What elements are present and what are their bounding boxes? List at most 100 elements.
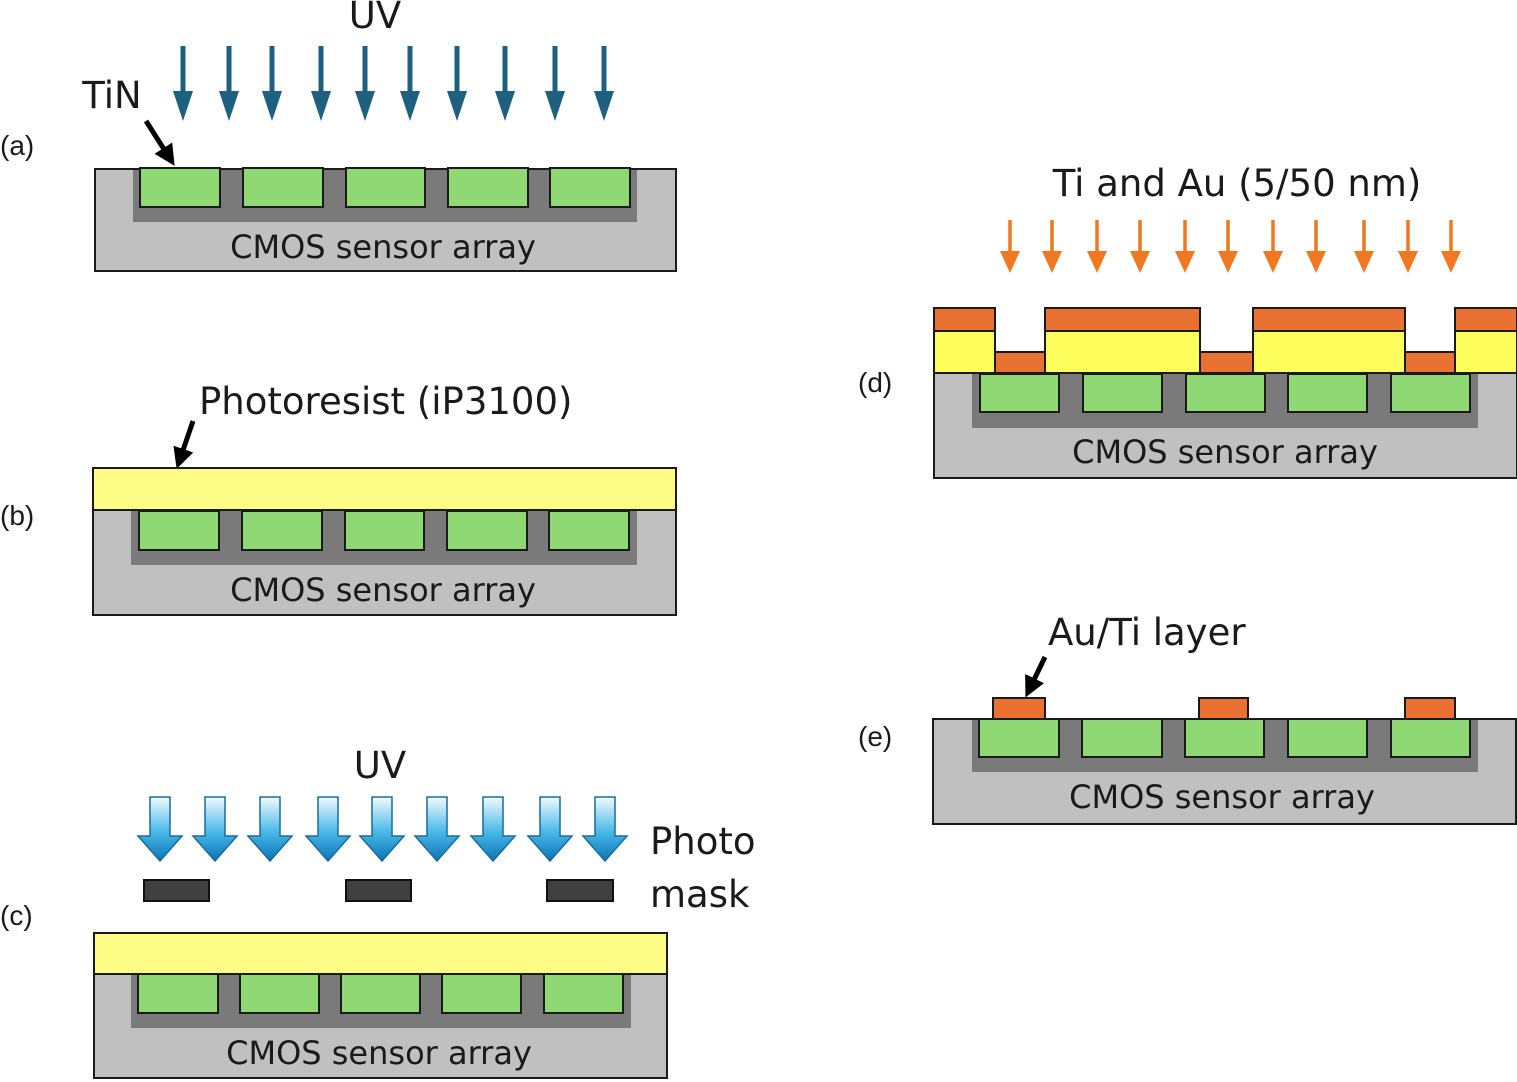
deposition-arrow-head	[1441, 251, 1461, 273]
patterned-photoresist	[1252, 330, 1406, 374]
au-ti-layer-label: Au/Ti layer	[1048, 611, 1246, 654]
tin-electrode	[239, 973, 320, 1014]
uv-block-arrow	[413, 796, 461, 863]
uv-arrow-head	[262, 91, 282, 121]
cmos-chip	[93, 932, 668, 1079]
uv-block-arrow	[136, 796, 184, 863]
tin-electrode	[139, 167, 221, 208]
mask-block	[143, 879, 210, 902]
deposition-arrow-head	[1306, 251, 1326, 273]
tin-label: TiN	[81, 74, 141, 117]
metal-on-resist	[933, 307, 996, 332]
metal-on-resist	[1454, 307, 1517, 332]
cmos-label: CMOS sensor array	[230, 571, 536, 609]
metal-on-electrode	[1404, 351, 1456, 374]
uv-label: UV	[349, 0, 401, 37]
tin-electrode	[979, 373, 1060, 413]
cmos-chip	[932, 718, 1517, 825]
tin-electrode	[242, 167, 324, 208]
uv-block-arrow	[246, 796, 294, 863]
uv-arrow-head	[545, 91, 565, 121]
photo-mask	[143, 879, 614, 902]
au-ti-pad	[992, 697, 1046, 720]
cmos-label: CMOS sensor array	[230, 228, 536, 266]
tin-electrode	[446, 510, 528, 551]
uv-block-arrow	[304, 796, 352, 863]
uv-arrow-head	[495, 91, 515, 121]
deposition-arrow-head	[1398, 251, 1418, 273]
tin-electrode	[1287, 718, 1368, 758]
photo-mask-label-line1: Photo	[650, 820, 756, 863]
metal-on-electrode	[1199, 351, 1254, 374]
metal-on-resist	[1252, 307, 1406, 332]
uv-block-arrow	[526, 796, 574, 863]
tin-electrode	[1287, 373, 1368, 413]
mask-block	[345, 879, 412, 902]
deposition-arrow-head	[1130, 251, 1150, 273]
cmos-label: CMOS sensor array	[1072, 433, 1378, 471]
photoresist-label: Photoresist (iP3100)	[199, 380, 572, 423]
tin-electrode	[241, 510, 323, 551]
patterned-photoresist	[933, 330, 996, 374]
uv-arrow-head	[173, 91, 193, 121]
uv-arrow-head	[400, 91, 420, 121]
tin-pointer-arrow	[143, 119, 175, 166]
deposition-arrow-head	[1354, 251, 1374, 273]
metal-on-electrode	[994, 351, 1046, 374]
uv-arrow-head	[219, 91, 239, 121]
uv-block-arrow	[469, 796, 517, 863]
cmos-chip	[94, 167, 677, 272]
tin-electrode	[344, 510, 425, 551]
tin-electrode	[1390, 718, 1471, 758]
tin-electrode	[549, 167, 631, 208]
tin-electrode	[137, 973, 219, 1014]
deposition-arrow-head	[1000, 251, 1020, 273]
tin-electrode	[1184, 718, 1265, 758]
tin-electrode	[543, 973, 624, 1014]
panel-c-label: (c)	[0, 900, 33, 931]
au-ti-pad	[1198, 697, 1249, 720]
photo-mask-label-line2: mask	[650, 873, 750, 916]
panel-d-label: (d)	[858, 367, 892, 398]
uv-block-arrows	[136, 796, 629, 863]
uv-arrow-head	[311, 91, 331, 121]
photoresist-layer	[92, 467, 677, 511]
mask-block	[546, 879, 614, 902]
uv-label: UV	[354, 744, 406, 787]
uv-arrow-head	[594, 91, 614, 121]
cmos-chip	[933, 372, 1517, 479]
deposition-arrow-head	[1263, 251, 1283, 273]
deposition-arrows	[1000, 220, 1461, 273]
tin-electrode	[1185, 373, 1266, 413]
tin-electrode	[441, 973, 522, 1014]
uv-block-arrow	[358, 796, 406, 863]
panel-e-label: (e)	[858, 721, 892, 752]
tin-electrode	[447, 167, 529, 208]
cmos-label: CMOS sensor array	[1069, 778, 1375, 816]
panel-d: (d) Ti and Au (5/50 nm) CMOS sensor arra…	[858, 162, 1517, 479]
tin-electrode	[978, 718, 1060, 758]
tin-electrode	[1081, 718, 1163, 758]
tin-electrode	[345, 167, 426, 208]
au-ti-pointer-arrow	[1025, 655, 1048, 698]
patterned-photoresist	[1454, 330, 1517, 374]
uv-arrows	[173, 46, 614, 121]
uv-arrow-head	[447, 91, 467, 121]
photoresist-pointer-arrow	[173, 420, 196, 469]
tin-electrode	[548, 510, 630, 551]
panel-a-label: (a)	[0, 130, 34, 161]
patterned-photoresist	[1044, 330, 1201, 374]
deposition-label: Ti and Au (5/50 nm)	[1052, 162, 1422, 205]
panel-e: (e) Au/Ti layer CMOS sensor array	[858, 611, 1517, 825]
resist-and-metal-stack	[933, 307, 1517, 374]
au-ti-pad	[1404, 697, 1456, 720]
tin-electrode	[1390, 373, 1471, 413]
deposition-arrow-head	[1218, 251, 1238, 273]
uv-block-arrow	[581, 796, 629, 863]
uv-arrow-head	[355, 91, 375, 121]
uv-block-arrow	[191, 796, 239, 863]
panel-a: (a) UV TiN CMOS sensor array	[0, 0, 677, 272]
panel-b: (b) Photoresist (iP3100) CMOS sensor arr…	[0, 380, 677, 616]
tin-electrode	[138, 510, 220, 551]
